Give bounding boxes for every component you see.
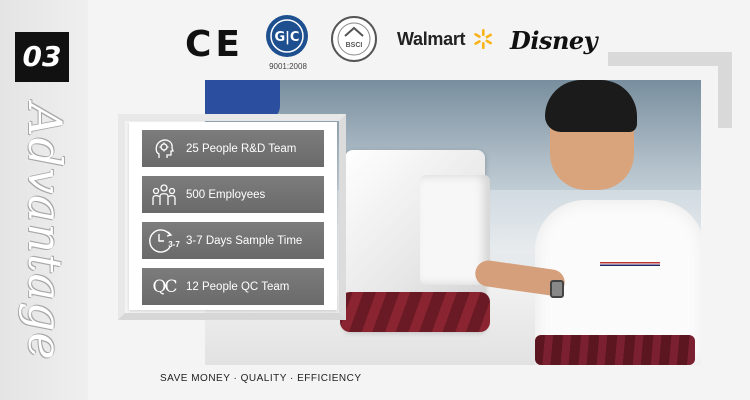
section-number-badge: 03 (15, 32, 69, 82)
clock-icon-text: 3-7 (168, 240, 180, 249)
advantage-script-title: Advantage (18, 103, 72, 361)
ce-logo: CE (185, 24, 245, 65)
gear-head-icon (142, 130, 186, 167)
qc-icon-text: QC (152, 276, 178, 297)
disney-logo: Disney (510, 26, 598, 55)
decorative-bracket (608, 52, 732, 128)
iso-logo-icon: G|C (266, 15, 308, 57)
walmart-logo: Walmart (397, 29, 466, 49)
people-group-icon (142, 176, 186, 213)
feature-label: 3-7 Days Sample Time (186, 234, 303, 247)
bsci-seal-icon (331, 16, 377, 62)
svg-text:G|C: G|C (275, 30, 300, 45)
feature-frame (118, 114, 346, 320)
iso-caption: 9001:2008 (269, 62, 307, 71)
walmart-spark-icon (474, 29, 492, 49)
qc-icon: QC (142, 268, 186, 305)
bsci-logo: BSCI (331, 16, 377, 62)
feature-rd-team: 25 People R&D Team (142, 130, 324, 167)
feature-sample-time: 3-7 3-7 Days Sample Time (142, 222, 324, 259)
bsci-label: BSCI (345, 42, 363, 49)
feature-label: 12 People QC Team (186, 280, 290, 293)
feature-label: 25 People R&D Team (186, 142, 297, 155)
clock-icon: 3-7 (142, 222, 186, 259)
feature-label: 500 Employees (186, 188, 266, 201)
feature-qc-team: QC 12 People QC Team (142, 268, 324, 305)
tagline: SAVE MONEY · QUALITY · EFFICIENCY (160, 373, 362, 384)
feature-employees: 500 Employees (142, 176, 324, 213)
